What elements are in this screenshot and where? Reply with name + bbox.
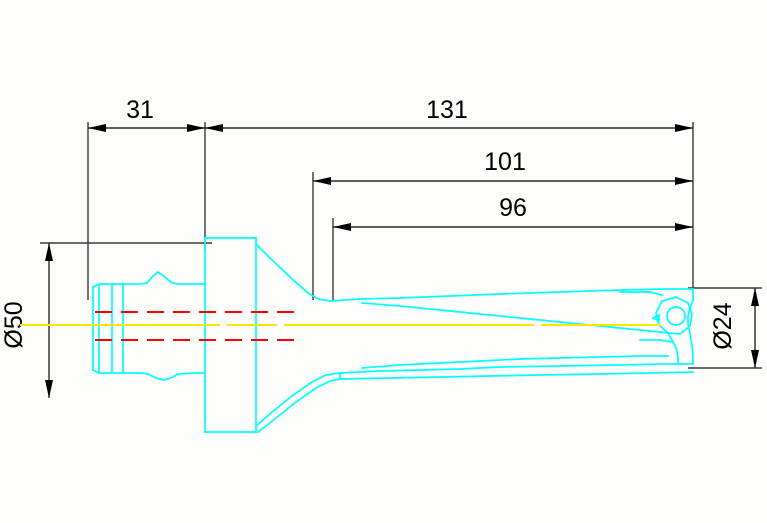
dimension-101: 101 bbox=[313, 148, 693, 185]
shank-bottom-notch bbox=[146, 372, 180, 381]
shank-top-edge-left bbox=[91, 282, 148, 289]
flute-line-lower bbox=[361, 355, 669, 369]
dim-label-131: 131 bbox=[426, 96, 468, 124]
tip-lower-flank bbox=[666, 331, 679, 365]
body-top-edge bbox=[329, 288, 694, 302]
dimension-131: 131 bbox=[205, 96, 693, 132]
taper-bottom-edge-inner bbox=[256, 377, 342, 434]
body-bottom-edge-upper bbox=[339, 363, 694, 374]
dim-label-dia24: Ø24 bbox=[709, 302, 737, 349]
dimension-31: 31 bbox=[88, 96, 205, 132]
insert-pocket-outline bbox=[655, 296, 693, 335]
drill-part-outline bbox=[91, 237, 695, 434]
arrow-96-right bbox=[675, 223, 693, 231]
dim-label-31: 31 bbox=[126, 96, 154, 124]
dimension-dia24: Ø24 bbox=[709, 288, 759, 368]
tip-inner-step bbox=[639, 339, 673, 343]
arrow-31-left bbox=[88, 124, 106, 132]
arrow-96-left bbox=[333, 223, 351, 231]
shank-drive-notch-top bbox=[145, 270, 179, 285]
extension-lines bbox=[40, 122, 762, 369]
body-bottom-edge-lower bbox=[339, 371, 694, 380]
taper-top-edge bbox=[254, 242, 331, 302]
coolant-hole-lines bbox=[95, 311, 300, 341]
taper-bottom-edge-outer bbox=[254, 372, 341, 428]
arrow-31-right bbox=[187, 124, 205, 132]
shank-bottom-edge-right bbox=[177, 372, 206, 375]
arrow-101-left bbox=[313, 177, 331, 185]
dimension-96: 96 bbox=[333, 194, 693, 231]
insert-screw-hole bbox=[666, 306, 686, 326]
tip-upper-step bbox=[619, 291, 664, 297]
arrow-dia50-top bbox=[45, 243, 53, 261]
arrow-101-right bbox=[675, 177, 693, 185]
arrow-dia24-bottom bbox=[751, 350, 759, 368]
shank-bottom-edge-left bbox=[91, 368, 149, 375]
arrow-131-right bbox=[675, 124, 693, 132]
dim-label-101: 101 bbox=[484, 148, 526, 176]
flute-line-upper bbox=[361, 302, 669, 334]
arrow-131-left bbox=[205, 124, 223, 132]
arrow-dia24-top bbox=[751, 288, 759, 306]
arrow-dia50-bottom bbox=[45, 380, 53, 398]
dim-label-96: 96 bbox=[499, 194, 527, 222]
insert-pocket-nib bbox=[651, 313, 660, 323]
